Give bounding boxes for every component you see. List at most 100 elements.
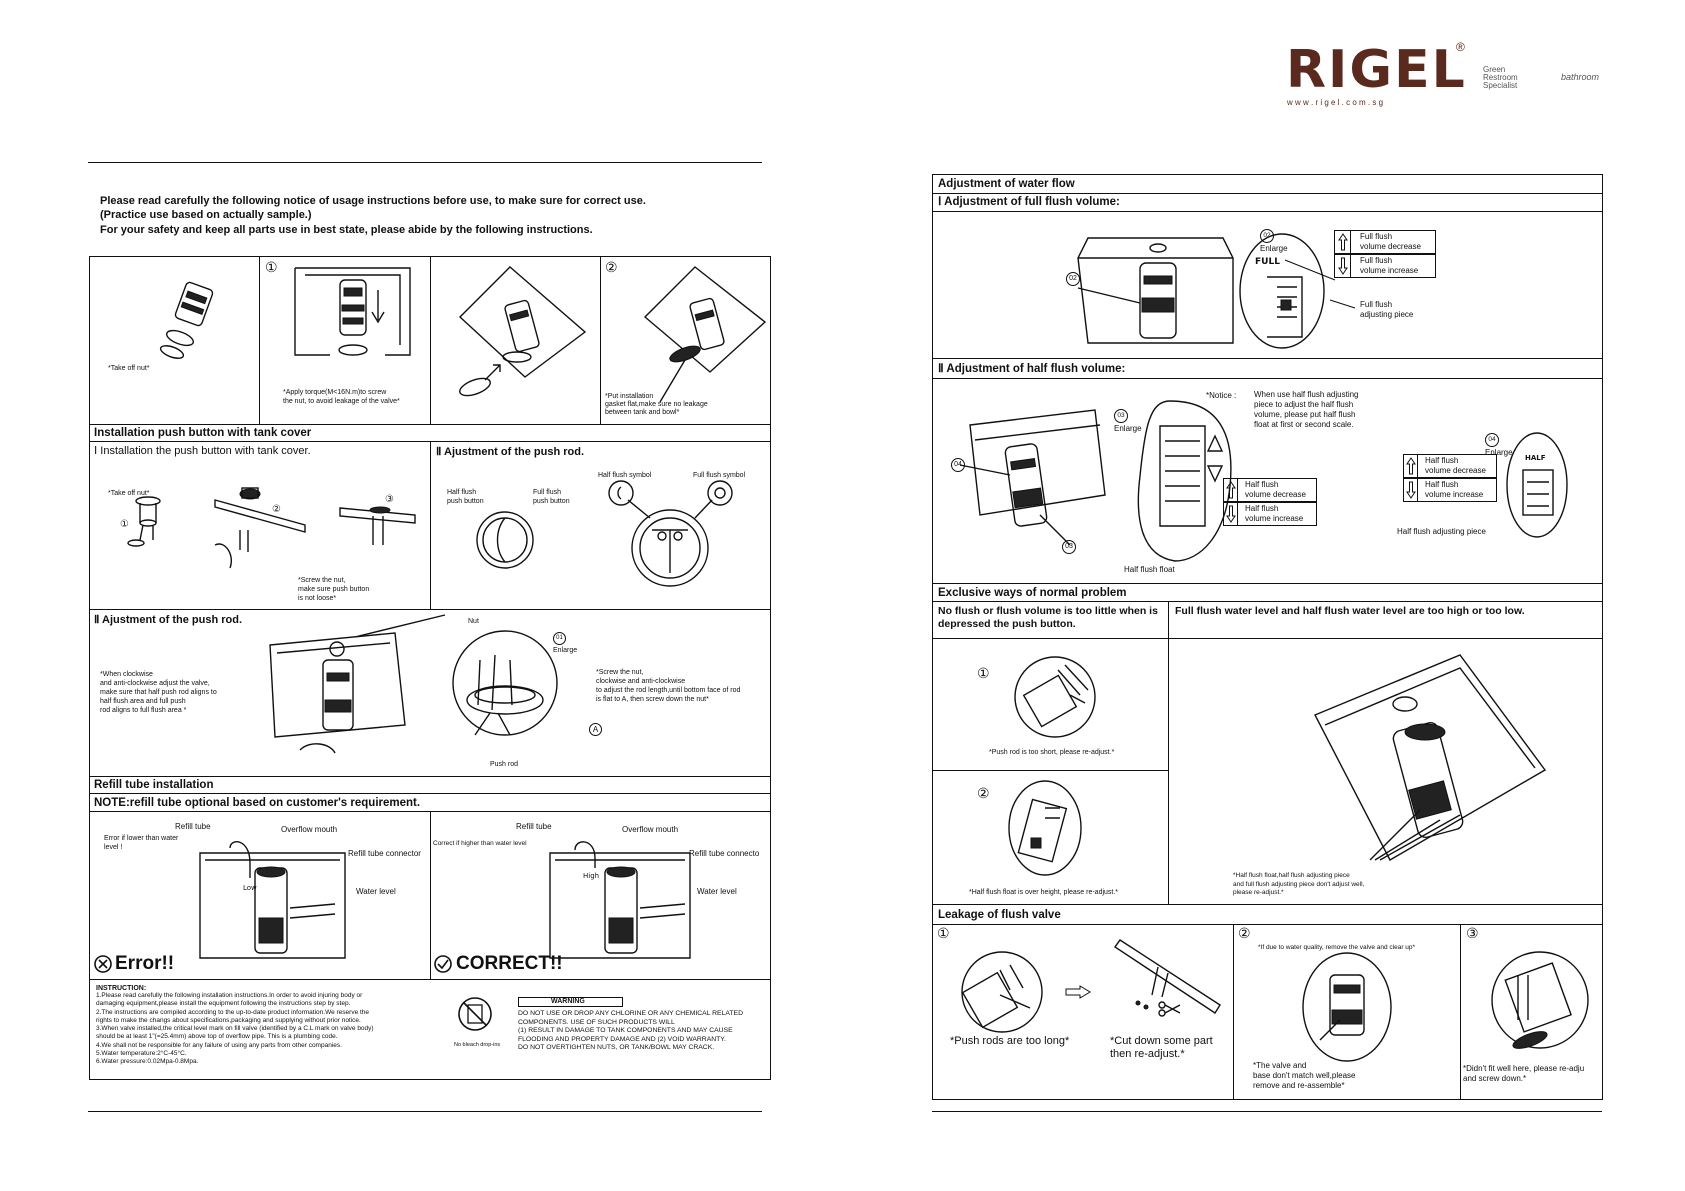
half-increase-box [1223, 502, 1317, 526]
screw-nut-note: *Screw the nut, make sure push button is… [298, 577, 370, 602]
sub-heading-push-rod: Ⅱ Ajustment of the push rod. [436, 446, 585, 458]
problem-num-2: ② [977, 785, 990, 801]
logo-text: RIGEL [1286, 40, 1467, 100]
no-bleach-label: No bleach drop-ins [454, 1042, 501, 1048]
water-level-label: Water level [356, 887, 396, 896]
green-restroom-logo: Green Restroom Specialist [1483, 65, 1518, 90]
half-flush-tank-illustration [959, 409, 1106, 546]
divider [600, 256, 601, 424]
divider [89, 776, 771, 777]
rod-note-left: *When clockwise and anti-clockwise adjus… [100, 671, 217, 714]
enlarge-03-text: Enlarge [1114, 424, 1142, 433]
error-if-label: Error if lower than water level ! [104, 835, 179, 851]
enlarge-02-text: Enlarge [1260, 244, 1288, 253]
take-off-nut-note-2: *Take off nut* [108, 490, 150, 497]
full-piece-label: Full flush adjusting piece [1360, 300, 1414, 319]
enlarge-04-text: Enlarge [1485, 448, 1513, 457]
brand-logo: RIGEL ® [1286, 40, 1467, 100]
valve-illustration [159, 281, 214, 359]
not-fit-note: *Didn't fit well here, please re-adju an… [1463, 1064, 1585, 1083]
divider [89, 609, 771, 610]
section-refill: Refill tube installation [94, 779, 214, 791]
enlarge-04-num-small: 04 [951, 458, 965, 472]
correct-if-label: Correct if higher than water level [433, 840, 527, 847]
divider [1168, 601, 1169, 904]
divider [89, 424, 771, 425]
registered-mark: ® [1456, 40, 1465, 54]
overflow-mouth-label-2: Overflow mouth [622, 825, 679, 834]
enlarge-04-number: 04 [1485, 433, 1499, 447]
notice-label: *Notice : [1206, 391, 1237, 400]
fit-well-illustration [1491, 951, 1589, 1049]
sub-heading-install: Ⅰ Installation the push button with tank… [94, 445, 311, 457]
divider [430, 811, 431, 979]
torque-note: *Apply torque(M<16N.m)to screw the nut, … [283, 389, 400, 405]
float-adjust-note: *Half flush float,half flush adjusting p… [1233, 872, 1365, 896]
section-water-flow: Adjustment of water flow [938, 178, 1075, 190]
valve-base-illustration [1302, 952, 1392, 1062]
full-flush-symbol-label: Full flush symbol [693, 472, 746, 479]
enlarge-01-label: 01 Enlarge [553, 621, 577, 656]
float-over-note: *Half flush float is over height, please… [969, 889, 1119, 896]
divider [932, 193, 1603, 194]
half-decrease-label-2: Half flush volume decrease [1425, 456, 1486, 475]
up-arrow-icon [1226, 481, 1236, 499]
up-arrow-icon [1406, 457, 1416, 475]
warning-text: DO NOT USE OR DROP ANY CHLORINE OR ANY C… [518, 1010, 743, 1051]
intro-line-1: Please read carefully the following noti… [100, 195, 646, 207]
half-increase-label-2: Half flush volume increase [1425, 480, 1484, 499]
enlarge-03-number: 03 [1114, 409, 1128, 423]
section-leakage: Leakage of flush valve [938, 909, 1061, 921]
enlarge-04-label: 04 Enlarge [1485, 422, 1513, 458]
section-problems: Exclusive ways of normal problem [938, 587, 1127, 599]
instruction-title: INSTRUCTION: [96, 985, 147, 992]
down-arrow-icon [1338, 257, 1348, 275]
rods-long-illustration [961, 951, 1043, 1033]
refill-connector-label-2: Refill tube connecto [689, 849, 760, 858]
footer-rule-left [88, 1111, 762, 1112]
sub-full-flush: Ⅰ Adjustment of full flush volume: [938, 196, 1120, 208]
check-circle-icon [434, 955, 452, 973]
push-button-illustration: ① [120, 496, 161, 547]
brand-url: w w w . r i g e l . c o m . s g [1287, 98, 1384, 107]
tank-valve-illustration [458, 266, 587, 397]
warning-title: WARNING [551, 998, 585, 1005]
leader-line [1284, 259, 1356, 309]
sub-heading-push-rod-2: Ⅱ Ajustment of the push rod. [94, 614, 243, 626]
refill-tube-label: Refill tube [175, 822, 211, 831]
full-flush-tank-illustration [1077, 237, 1234, 344]
cover-install-illustration: ② [214, 487, 306, 569]
push-button-top-view [476, 511, 534, 569]
divider [932, 358, 1603, 359]
down-arrow-icon [1226, 505, 1236, 523]
enlarge-02-num-small: 02 [1066, 272, 1080, 286]
half-increase-box-2 [1403, 478, 1497, 502]
problem-right-heading: Full flush water level and half flush wa… [1175, 605, 1525, 617]
divider [1460, 924, 1461, 1100]
right-frame [932, 174, 1603, 1100]
divider [89, 793, 771, 794]
warning-box [518, 997, 623, 1007]
divider [430, 256, 431, 424]
step-2-number: ② [605, 259, 618, 275]
rod-short-illustration [1014, 656, 1096, 738]
section-push-button: Installation push button with tank cover [94, 427, 312, 439]
enlarge-03-label: 03 Enlarge [1114, 398, 1142, 434]
refill-error-illustration: Low [199, 841, 346, 959]
notice-text: When use half flush adjusting piece to a… [1254, 390, 1359, 429]
divider [259, 256, 260, 424]
push-rod-label: Push rod [490, 761, 519, 768]
refill-connector-label: Refill tube connector [348, 849, 421, 858]
a-label: A [589, 723, 602, 736]
cut-down-note: *Cut down some part then re-adjust.* [1110, 1035, 1213, 1060]
full-flush-push-label: Full flush push button [533, 489, 570, 505]
svg-text:③: ③ [385, 494, 394, 505]
footer-rule-right [932, 1111, 1602, 1112]
divider [932, 770, 1168, 771]
full-increase-label: Full flush volume increase [1360, 256, 1419, 275]
tank-valve-illustration [294, 267, 411, 356]
divider [932, 211, 1603, 212]
enlarge-02-label: 02 Enlarge [1260, 218, 1288, 254]
half-decrease-box [1223, 478, 1317, 502]
half-flush-push-label: Half flush push button [447, 489, 484, 505]
